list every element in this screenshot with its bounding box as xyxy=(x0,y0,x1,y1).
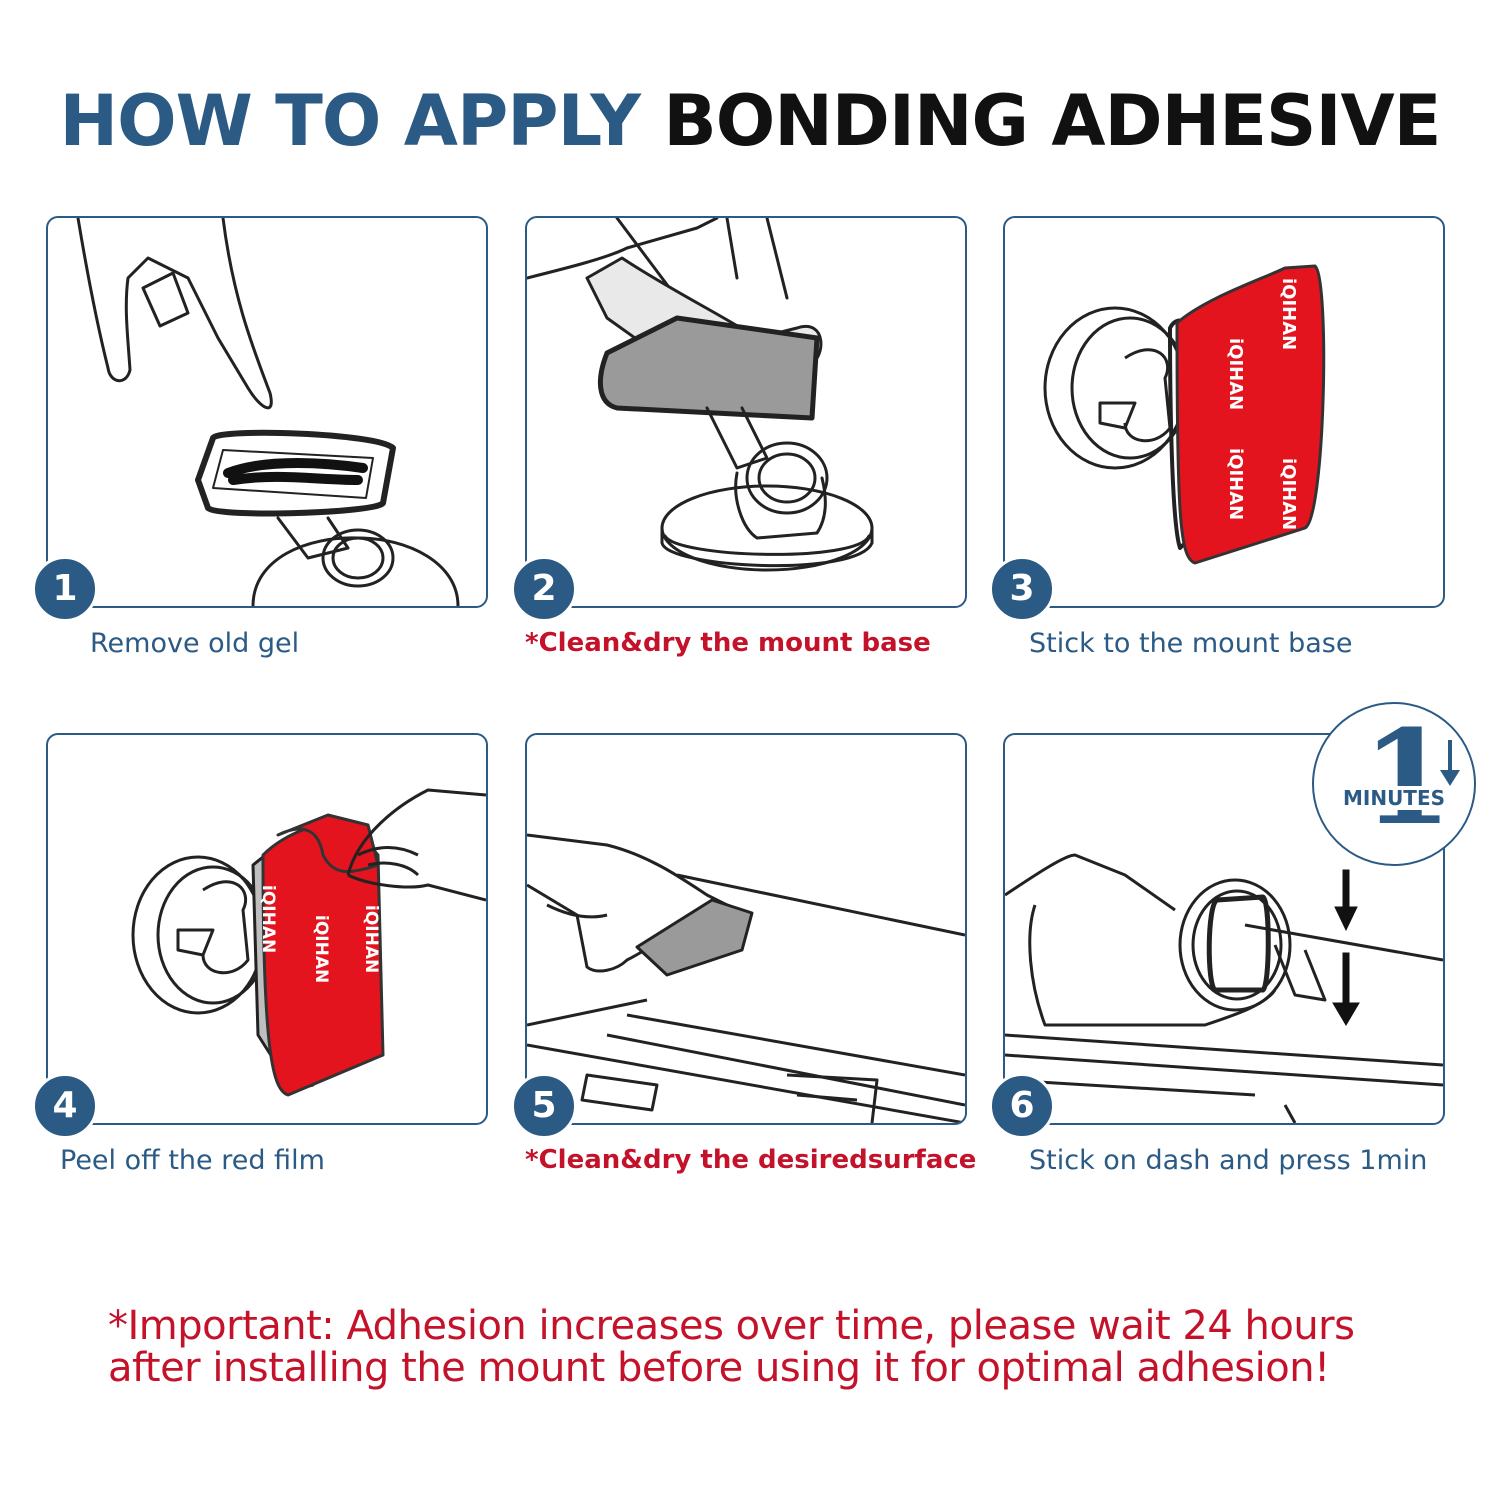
important-note-line-1: *Important: Adhesion increases over time… xyxy=(108,1303,1355,1349)
page-title: HOW TO APPLY BONDING ADHESIVE xyxy=(0,80,1500,162)
step-3: iQIHAN iQIHAN iQIHAN iQIHAN 3 Stick to t… xyxy=(989,216,1445,659)
step-5-number-badge: 5 xyxy=(511,1073,577,1139)
step-1: 1 Remove old gel xyxy=(32,216,488,659)
step-6-caption: Stick on dash and press 1min xyxy=(1029,1145,1428,1176)
clean-mount-base-illustration xyxy=(527,218,874,572)
step-2-caption: *Clean&dry the mount base xyxy=(525,628,931,658)
step-4: iQIHAN iQIHAN iQIHAN 4 Peel off the red … xyxy=(32,733,488,1176)
step-2-number-badge: 2 xyxy=(511,556,577,622)
step-3-number-badge: 3 xyxy=(989,556,1055,622)
step-1-number-badge: 1 xyxy=(32,556,98,622)
stick-on-dash-illustration xyxy=(1005,853,1443,1123)
title-part-2: BONDING ADHESIVE xyxy=(663,80,1441,162)
step-4-caption: Peel off the red film xyxy=(60,1145,325,1176)
clean-surface-illustration xyxy=(527,833,965,1123)
step-6-number-badge: 6 xyxy=(989,1073,1055,1139)
step-5-caption: *Clean&dry the desiredsurface xyxy=(525,1145,977,1175)
step-2: 2 *Clean&dry the mount base xyxy=(511,216,967,658)
step-4-number-badge: 4 xyxy=(32,1073,98,1139)
tape-brand-text-1: iQIHAN xyxy=(1225,338,1246,410)
step-1-caption: Remove old gel xyxy=(90,628,300,659)
stick-to-base-illustration: iQIHAN iQIHAN iQIHAN iQIHAN xyxy=(1043,264,1326,565)
step-3-illustration: iQIHAN iQIHAN iQIHAN iQIHAN xyxy=(1003,216,1445,608)
minutes-value: 1 xyxy=(1362,701,1453,854)
step-3-caption: Stick to the mount base xyxy=(1029,628,1353,659)
tape-brand-text-4: iQIHAN xyxy=(1278,458,1299,530)
tape-brand-text-7: iQIHAN xyxy=(361,905,381,973)
important-note-line-2: after installing the mount before using … xyxy=(108,1345,1330,1391)
minutes-label: MINUTES xyxy=(1340,786,1448,810)
step-2-illustration xyxy=(525,216,967,608)
tape-brand-text-5: iQIHAN xyxy=(258,885,278,953)
one-minute-badge: 1 MINUTES xyxy=(1312,701,1476,866)
remove-gel-illustration xyxy=(76,218,460,606)
step-5-illustration xyxy=(525,733,967,1125)
peel-red-film-illustration: iQIHAN iQIHAN iQIHAN xyxy=(131,788,486,1097)
down-arrow-icon xyxy=(1440,740,1460,786)
tape-brand-text-6: iQIHAN xyxy=(311,915,331,983)
tape-brand-text-3: iQIHAN xyxy=(1225,448,1246,520)
important-note: *Important: Adhesion increases over time… xyxy=(108,1305,1408,1389)
step-5: 5 *Clean&dry the desiredsurface xyxy=(511,733,976,1175)
tape-brand-text-2: iQIHAN xyxy=(1278,278,1299,350)
step-4-illustration: iQIHAN iQIHAN iQIHAN xyxy=(46,733,488,1125)
title-part-1: HOW TO APPLY xyxy=(59,80,641,162)
step-1-illustration xyxy=(46,216,488,608)
